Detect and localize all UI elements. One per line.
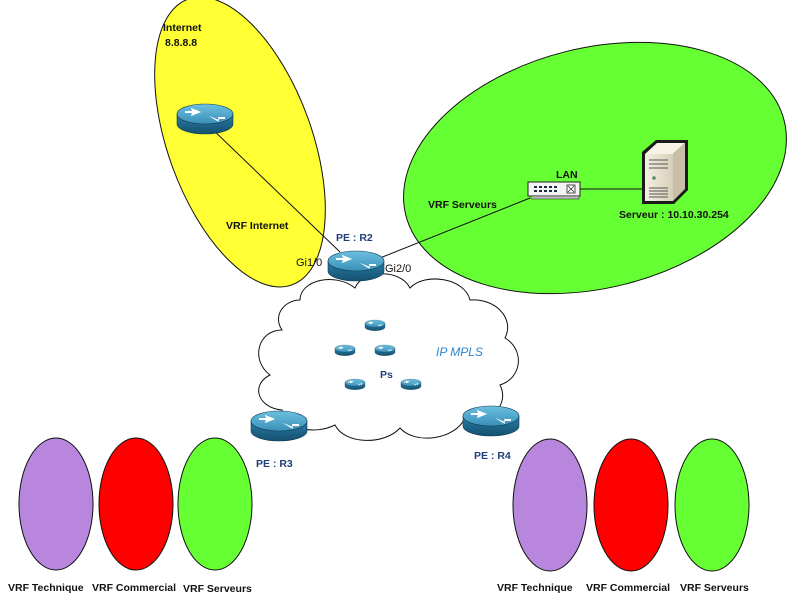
vrf-commercial-label: VRF Commercial (586, 582, 670, 594)
ip-mpls-label: IP MPLS (436, 345, 483, 359)
pe-r2-port-gi1: Gi1/0 (296, 257, 322, 269)
server-label: Serveur : 10.10.30.254 (619, 209, 729, 221)
vrf-serveurs-ellipse[interactable] (177, 437, 253, 571)
vrf-internet-zone (154, 0, 326, 288)
pe-r2-port-gi2: Gi2/0 (385, 263, 411, 275)
server-icon[interactable] (642, 140, 688, 204)
lan-switch-icon[interactable] (527, 181, 581, 200)
vrf-serveurs-label: VRF Serveurs (680, 582, 749, 594)
vrf-commercial-ellipse[interactable] (593, 438, 669, 572)
vrf-technique-label: VRF Technique (497, 582, 573, 594)
vrf-servers-zone (403, 41, 787, 295)
vrf-commercial-label: VRF Commercial (92, 582, 176, 594)
pe-r3-vrf-group: VRF Technique VRF Commercial VRF Serveur… (8, 437, 253, 595)
pe-r4-vrf-group: VRF Technique VRF Commercial VRF Serveur… (497, 438, 750, 594)
vrf-commercial-ellipse[interactable] (98, 437, 174, 571)
link-internet-r2 (207, 124, 341, 253)
pe-r4-label: PE : R4 (474, 450, 511, 462)
pe-r2-label: PE : R2 (336, 232, 373, 244)
vrf-technique-label: VRF Technique (8, 582, 84, 594)
vrf-technique-ellipse[interactable] (512, 438, 588, 572)
internet-ip: 8.8.8.8 (165, 37, 197, 49)
pe-r3-router-icon[interactable] (250, 410, 308, 442)
ps-label: Ps (380, 369, 393, 381)
lan-label: LAN (556, 169, 578, 181)
p-router-icon[interactable] (374, 344, 396, 356)
link-r2-lan (379, 197, 531, 259)
internet-title: Internet (163, 22, 202, 34)
vrf-serveurs-label: VRF Serveurs (183, 583, 252, 595)
vrf-servers-label: VRF Serveurs (428, 199, 497, 211)
p-router-icon[interactable] (400, 378, 422, 390)
pe-r3-label: PE : R3 (256, 458, 293, 470)
p-router-icon[interactable] (344, 378, 366, 390)
p-router-icon[interactable] (334, 344, 356, 356)
vrf-serveurs-ellipse[interactable] (674, 438, 750, 572)
p-router-icon[interactable] (364, 319, 386, 331)
vrf-technique-ellipse[interactable] (18, 437, 94, 571)
vrf-internet-label: VRF Internet (226, 220, 289, 232)
internet-router-icon[interactable] (176, 103, 234, 135)
pe-r2-router-icon[interactable] (327, 250, 385, 282)
pe-r4-router-icon[interactable] (462, 405, 520, 437)
